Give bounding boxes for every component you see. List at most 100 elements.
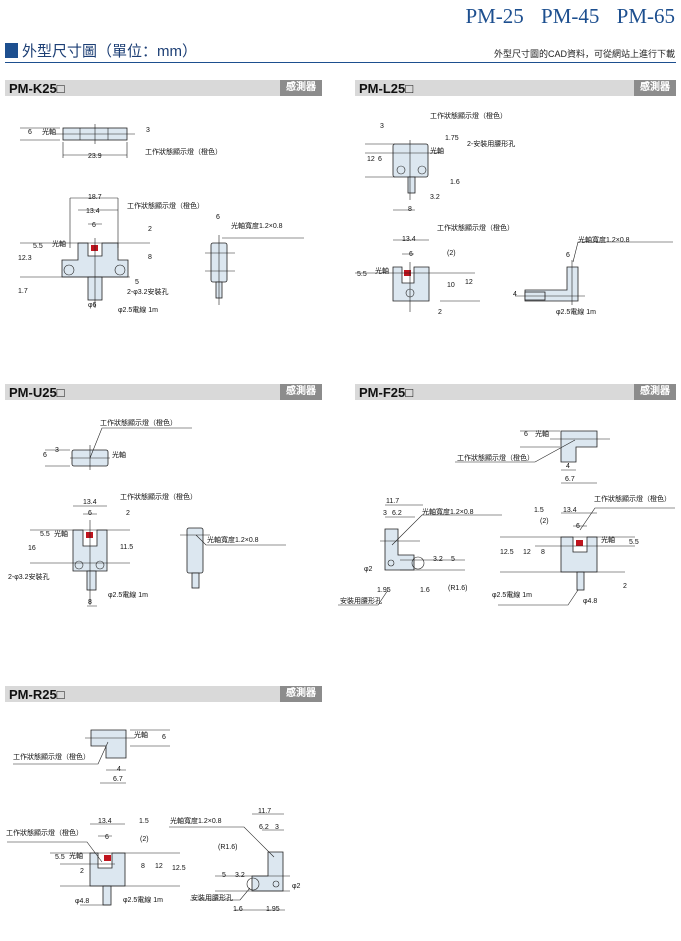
dimension-label: 12 xyxy=(523,549,531,556)
pm-r25-top-view xyxy=(13,729,170,784)
dimension-label: 4 xyxy=(117,766,121,773)
dimension-label: 2 xyxy=(623,583,627,590)
dimension-label: 8 xyxy=(88,599,92,606)
dimension-label: 光軸 xyxy=(375,268,389,275)
sensor-badge: 感測器 xyxy=(280,686,322,702)
dimension-label: 光軸 xyxy=(134,732,148,739)
dimension-label: 光軸 xyxy=(42,129,56,136)
dimension-label: 6 xyxy=(378,156,382,163)
dimension-label: 12 xyxy=(155,863,163,870)
pm-l25-front-view xyxy=(355,239,480,312)
dimension-label: 工作狀態顯示燈（橙色） xyxy=(100,420,177,427)
dimension-label: 11.7 xyxy=(386,498,400,505)
pm-k25-front-view xyxy=(20,197,150,308)
dimension-label: 1.95 xyxy=(266,906,280,913)
pm-u25-top-view xyxy=(45,427,192,470)
dimension-label: 2 xyxy=(80,868,84,875)
dimension-label: 5.5 xyxy=(40,531,50,538)
dimension-label: 6 xyxy=(43,452,47,459)
dimension-label: 11.5 xyxy=(120,544,134,551)
dimension-label: 光軸寬度1.2×0.8 xyxy=(231,223,283,230)
dimension-label: 1.5 xyxy=(534,507,544,514)
pm-r25-right-view xyxy=(169,813,290,911)
dimension-label: 3 xyxy=(380,123,384,130)
dimension-label: 6.2 xyxy=(259,824,269,831)
model-name: PM-K25□ xyxy=(9,80,65,96)
section-title: 外型尺寸圖（單位：mm） xyxy=(22,43,197,60)
dimension-label: 安裝用腰形孔 xyxy=(340,598,382,605)
dimension-label: 6.2 xyxy=(392,510,402,517)
dimension-label: 13.4 xyxy=(83,499,97,506)
model-name: PM-L25□ xyxy=(359,80,414,96)
heading-divider xyxy=(5,62,676,63)
dimension-label: 工作狀態顯示燈（橙色） xyxy=(13,754,90,761)
pm-r25-front-view xyxy=(7,823,180,906)
model-name: PM-F25□ xyxy=(359,384,414,400)
dimension-label: 12.5 xyxy=(172,865,186,872)
pm-f25-top-view xyxy=(455,430,610,484)
dimension-label: 1.75 xyxy=(445,135,459,142)
dimension-label: 安裝用腰形孔 xyxy=(191,895,233,902)
dimension-label: 6.7 xyxy=(565,476,575,483)
dimension-label: 3 xyxy=(146,127,150,134)
dimension-label: 工作狀態顯示燈（橙色） xyxy=(430,113,507,120)
dimension-label: 4 xyxy=(513,291,517,298)
model-bar-pm-f25: PM-F25□ 感測器 xyxy=(355,384,676,400)
dimension-label: 光軸 xyxy=(112,452,126,459)
dimension-label: 3.2 xyxy=(433,556,443,563)
dimension-label: 6 xyxy=(524,431,528,438)
model-bar-pm-r25: PM-R25□ 感測器 xyxy=(5,686,322,702)
dimension-label: 6 xyxy=(88,510,92,517)
dimension-label: φ2.5電線 1m xyxy=(118,307,158,314)
dimension-label: 3.2 xyxy=(235,872,245,879)
pm-k25-top-view xyxy=(20,124,135,158)
dimension-label: 6.7 xyxy=(113,776,123,783)
dimension-label: 8 xyxy=(541,549,545,556)
dimension-label: 2-φ3.2安裝孔 xyxy=(8,574,50,581)
dimension-label: 12 xyxy=(465,279,473,286)
dimension-label: 光軸寬度1.2×0.8 xyxy=(207,537,259,544)
dimension-label: 5 xyxy=(135,279,139,286)
dimension-label: φ2.5電線 1m xyxy=(492,592,532,599)
dimension-label: 3 xyxy=(275,824,279,831)
dimension-label: 工作狀態顯示燈（橙色） xyxy=(145,149,222,156)
pm-k25-side-view xyxy=(205,235,304,305)
dimension-label: 13.4 xyxy=(563,507,577,514)
dimension-label: 6 xyxy=(576,523,580,530)
dimension-label: φ2 xyxy=(364,566,373,573)
dimension-label: 1.6 xyxy=(420,587,430,594)
dimension-label: 8 xyxy=(141,863,145,870)
dimension-label: 10 xyxy=(447,282,455,289)
dimension-label: 工作狀態顯示燈（橙色） xyxy=(594,496,671,503)
dimension-label: φ4.8 xyxy=(583,598,598,605)
dimension-label: 12 xyxy=(367,156,375,163)
dimension-label: 23.9 xyxy=(88,153,102,160)
dimension-label: 1.95 xyxy=(377,587,391,594)
dimension-label: 4 xyxy=(566,463,570,470)
dimension-label: 1.6 xyxy=(450,179,460,186)
dimension-label: 2 xyxy=(438,309,442,316)
dimension-label: 2 xyxy=(126,510,130,517)
dimension-label: 光軸 xyxy=(601,537,615,544)
dimension-label: 1.6 xyxy=(233,906,243,913)
dimension-label: φ2.5電線 1m xyxy=(556,309,596,316)
dimension-label: 2 xyxy=(148,226,152,233)
dimension-label: 13.4 xyxy=(402,236,416,243)
dimension-label: 6 xyxy=(409,251,413,258)
dimension-label: 5 xyxy=(451,556,455,563)
dimension-label: 13.4 xyxy=(86,208,100,215)
dimension-label: 5.5 xyxy=(55,854,65,861)
dimension-label: 6 xyxy=(216,214,220,221)
pm-l25-top-view xyxy=(365,140,440,211)
pm-u25-front-view xyxy=(30,505,130,607)
dimension-label: (R1.6) xyxy=(218,844,238,851)
dimension-label: 光軸 xyxy=(54,531,68,538)
dimension-label: 1.7 xyxy=(18,288,28,295)
dimension-label: 5.5 xyxy=(33,243,43,250)
dimension-label: 1.5 xyxy=(139,818,149,825)
pm-f25-front-view xyxy=(498,507,675,606)
dimension-label: 5.5 xyxy=(629,539,639,546)
dimension-label: φ2.5電線 1m xyxy=(123,897,163,904)
dimension-label: 光軸 xyxy=(535,431,549,438)
dimension-label: 3 xyxy=(383,510,387,517)
